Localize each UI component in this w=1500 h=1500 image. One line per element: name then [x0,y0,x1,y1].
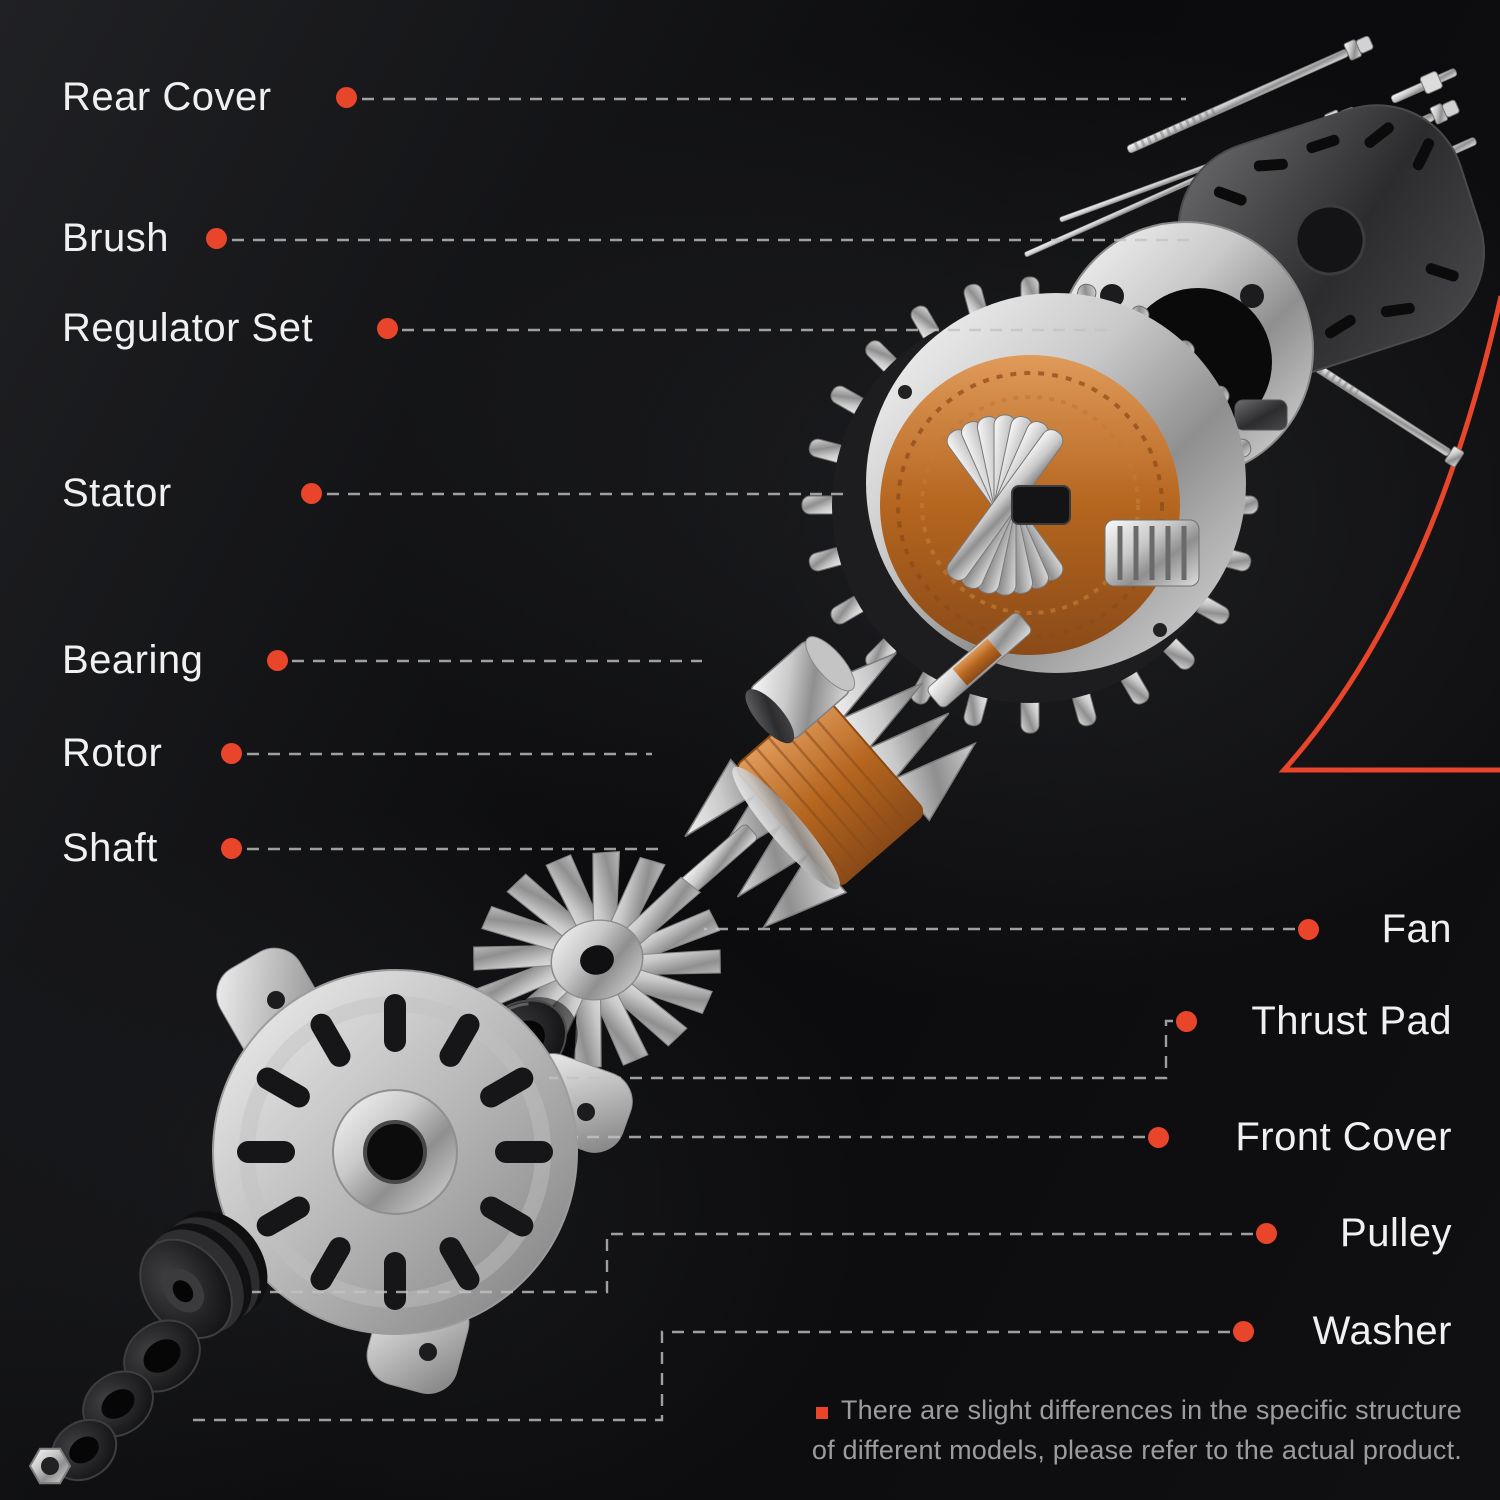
fan-part [467,847,727,1073]
leader-pulley [252,1232,1253,1294]
label-front-cover: Front Cover [1148,1112,1452,1162]
label-regulator-set-dot [377,317,398,339]
label-washer-dot [1233,1320,1254,1342]
nut-part [28,1447,72,1485]
disclaimer-line-1-text: There are slight differences in the spec… [840,1395,1462,1425]
label-stator-dot [301,482,322,504]
label-regulator-set-text: Regulator Set [62,305,314,350]
pulley-part [139,1211,268,1339]
bearing-part [745,636,856,744]
disclaimer: There are slight differences in the spec… [812,1390,1462,1470]
label-fan: Fan [1298,904,1452,954]
label-rear-cover-dot [336,86,357,108]
label-bearing-text: Bearing [62,637,204,682]
rotor-part [684,612,1032,929]
leader-thrust-pad [549,1019,1173,1080]
label-fan-dot [1298,918,1319,940]
label-brush: Brush [62,213,227,263]
label-thrust-pad-dot [1176,1010,1197,1032]
label-stator: Stator [62,468,322,518]
label-rotor-dot [221,742,242,764]
accent-arc [1278,295,1500,773]
label-washer-text: Washer [1312,1308,1452,1353]
label-pulley: Pulley [1256,1208,1452,1258]
label-shaft-dot [221,837,242,859]
label-bearing: Bearing [62,635,288,685]
label-bearing-dot [267,649,288,671]
disclaimer-line-1: There are slight differences in the spec… [812,1390,1462,1430]
label-thrust-pad-text: Thrust Pad [1251,998,1452,1043]
label-stator-text: Stator [62,470,172,515]
label-rear-cover: Rear Cover [62,72,357,122]
label-washer: Washer [1233,1306,1452,1356]
label-fan-text: Fan [1381,906,1452,951]
front-cover-part [212,947,633,1394]
label-shaft-text: Shaft [62,825,158,870]
label-rotor-text: Rotor [62,730,163,775]
label-front-cover-dot [1148,1126,1169,1148]
label-brush-dot [206,227,227,249]
disclaimer-line-2: of different models, please refer to the… [812,1430,1462,1470]
label-pulley-text: Pulley [1340,1210,1452,1255]
disclaimer-bullet-icon [815,1407,828,1419]
label-thrust-pad: Thrust Pad [1176,996,1452,1046]
label-rear-cover-text: Rear Cover [62,74,272,119]
disclaimer-line-2-text: of different models, please refer to the… [811,1435,1462,1465]
leader-lines [185,97,1295,1422]
leader-washer [185,1330,1230,1422]
stator-part [801,276,1259,734]
label-rotor: Rotor [62,728,242,778]
label-pulley-dot [1256,1222,1277,1244]
stator-regulator-block [1104,519,1200,587]
label-front-cover-text: Front Cover [1235,1114,1452,1159]
label-regulator-set: Regulator Set [62,303,398,353]
label-brush-text: Brush [62,215,169,260]
label-shaft: Shaft [62,823,242,873]
